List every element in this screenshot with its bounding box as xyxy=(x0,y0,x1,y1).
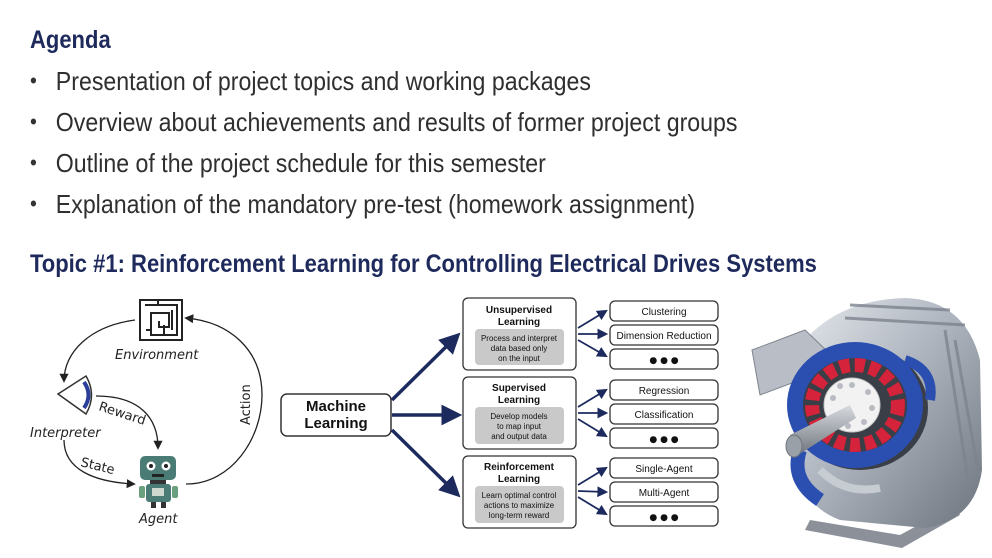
svg-text:Single-Agent: Single-Agent xyxy=(635,464,692,475)
svg-text:actions to maximize: actions to maximize xyxy=(484,501,555,510)
state-label: State xyxy=(79,455,116,478)
svg-text:Unsupervised: Unsupervised xyxy=(486,305,552,316)
leaf-node-regression: Regression xyxy=(609,379,719,401)
svg-text:Develop models: Develop models xyxy=(490,412,547,421)
svg-text:data based only: data based only xyxy=(491,344,548,353)
reward-label: Reward xyxy=(97,400,148,429)
svg-text:Learning: Learning xyxy=(498,395,540,406)
unsupervised-learning-node: Unsupervised Learning Process and interp… xyxy=(462,297,577,371)
svg-text:Supervised: Supervised xyxy=(492,383,546,394)
svg-text:Dimension Reduction: Dimension Reduction xyxy=(616,331,711,342)
supervised-learning-node: Supervised Learning Develop models to ma… xyxy=(462,376,577,450)
robot-icon xyxy=(139,456,178,508)
action-label: Action xyxy=(239,384,254,425)
eye-icon xyxy=(56,374,93,416)
topic-heading: Topic #1: Reinforcement Learning for Con… xyxy=(30,250,817,278)
svg-text:Learning: Learning xyxy=(498,317,540,328)
svg-text:Clustering: Clustering xyxy=(641,307,686,318)
leaf-node-clustering: Clustering xyxy=(609,300,719,322)
svg-text:● ● ●: ● ● ● xyxy=(649,513,678,523)
svg-text:Learn optimal control: Learn optimal control xyxy=(482,491,557,500)
machine-learning-node xyxy=(280,393,392,437)
svg-text:Classification: Classification xyxy=(635,410,694,421)
interpreter-label: Interpreter xyxy=(30,426,102,441)
bullet-icon: • xyxy=(30,68,37,93)
leaf-node-classification: Classification xyxy=(609,403,719,425)
bullet-icon: • xyxy=(30,150,37,175)
leaf-arrows xyxy=(577,309,609,516)
svg-text:Reinforcement: Reinforcement xyxy=(484,462,555,473)
leaf-node-more: ● ● ● xyxy=(609,348,719,370)
leaf-node-more: ● ● ● xyxy=(609,427,719,449)
svg-text:● ● ●: ● ● ● xyxy=(649,435,678,445)
svg-text:Multi-Agent: Multi-Agent xyxy=(639,488,690,499)
environment-to-interpreter-arrow xyxy=(59,319,136,383)
root-to-unsupervised-arrow xyxy=(390,332,461,402)
svg-text:to map input: to map input xyxy=(497,422,542,431)
svg-text:long-term reward: long-term reward xyxy=(489,511,549,520)
svg-text:Learning: Learning xyxy=(498,474,540,485)
leaf-node-dimension-reduction: Dimension Reduction xyxy=(609,324,719,346)
leaf-node-multi-agent: Multi-Agent xyxy=(609,481,719,503)
reinforcement-learning-node: Reinforcement Learning Learn optimal con… xyxy=(462,455,577,529)
maze-icon xyxy=(139,299,183,341)
machine-learning-label: Learning xyxy=(304,415,367,432)
machine-learning-label: Machine xyxy=(306,398,366,415)
svg-text:and output data: and output data xyxy=(491,432,547,441)
agent-label: Agent xyxy=(138,512,178,527)
svg-text:Process and interpret: Process and interpret xyxy=(481,334,558,343)
root-to-reinforcement-arrow xyxy=(390,428,461,498)
svg-text:on the input: on the input xyxy=(498,354,541,363)
svg-text:Regression: Regression xyxy=(639,386,690,397)
bullet-icon: • xyxy=(30,109,37,134)
agent-to-environment-arrow xyxy=(184,314,263,485)
interpreter-to-agent-reward-arrow xyxy=(95,395,163,450)
leaf-node-single-agent: Single-Agent xyxy=(609,457,719,479)
svg-text:● ● ●: ● ● ● xyxy=(649,356,678,366)
interpreter-to-agent-state-arrow xyxy=(63,439,136,489)
agenda-heading: Agenda xyxy=(30,26,111,54)
leaf-node-more: ● ● ● xyxy=(609,505,719,527)
environment-label: Environment xyxy=(115,348,199,363)
bullet-icon: • xyxy=(30,191,37,216)
